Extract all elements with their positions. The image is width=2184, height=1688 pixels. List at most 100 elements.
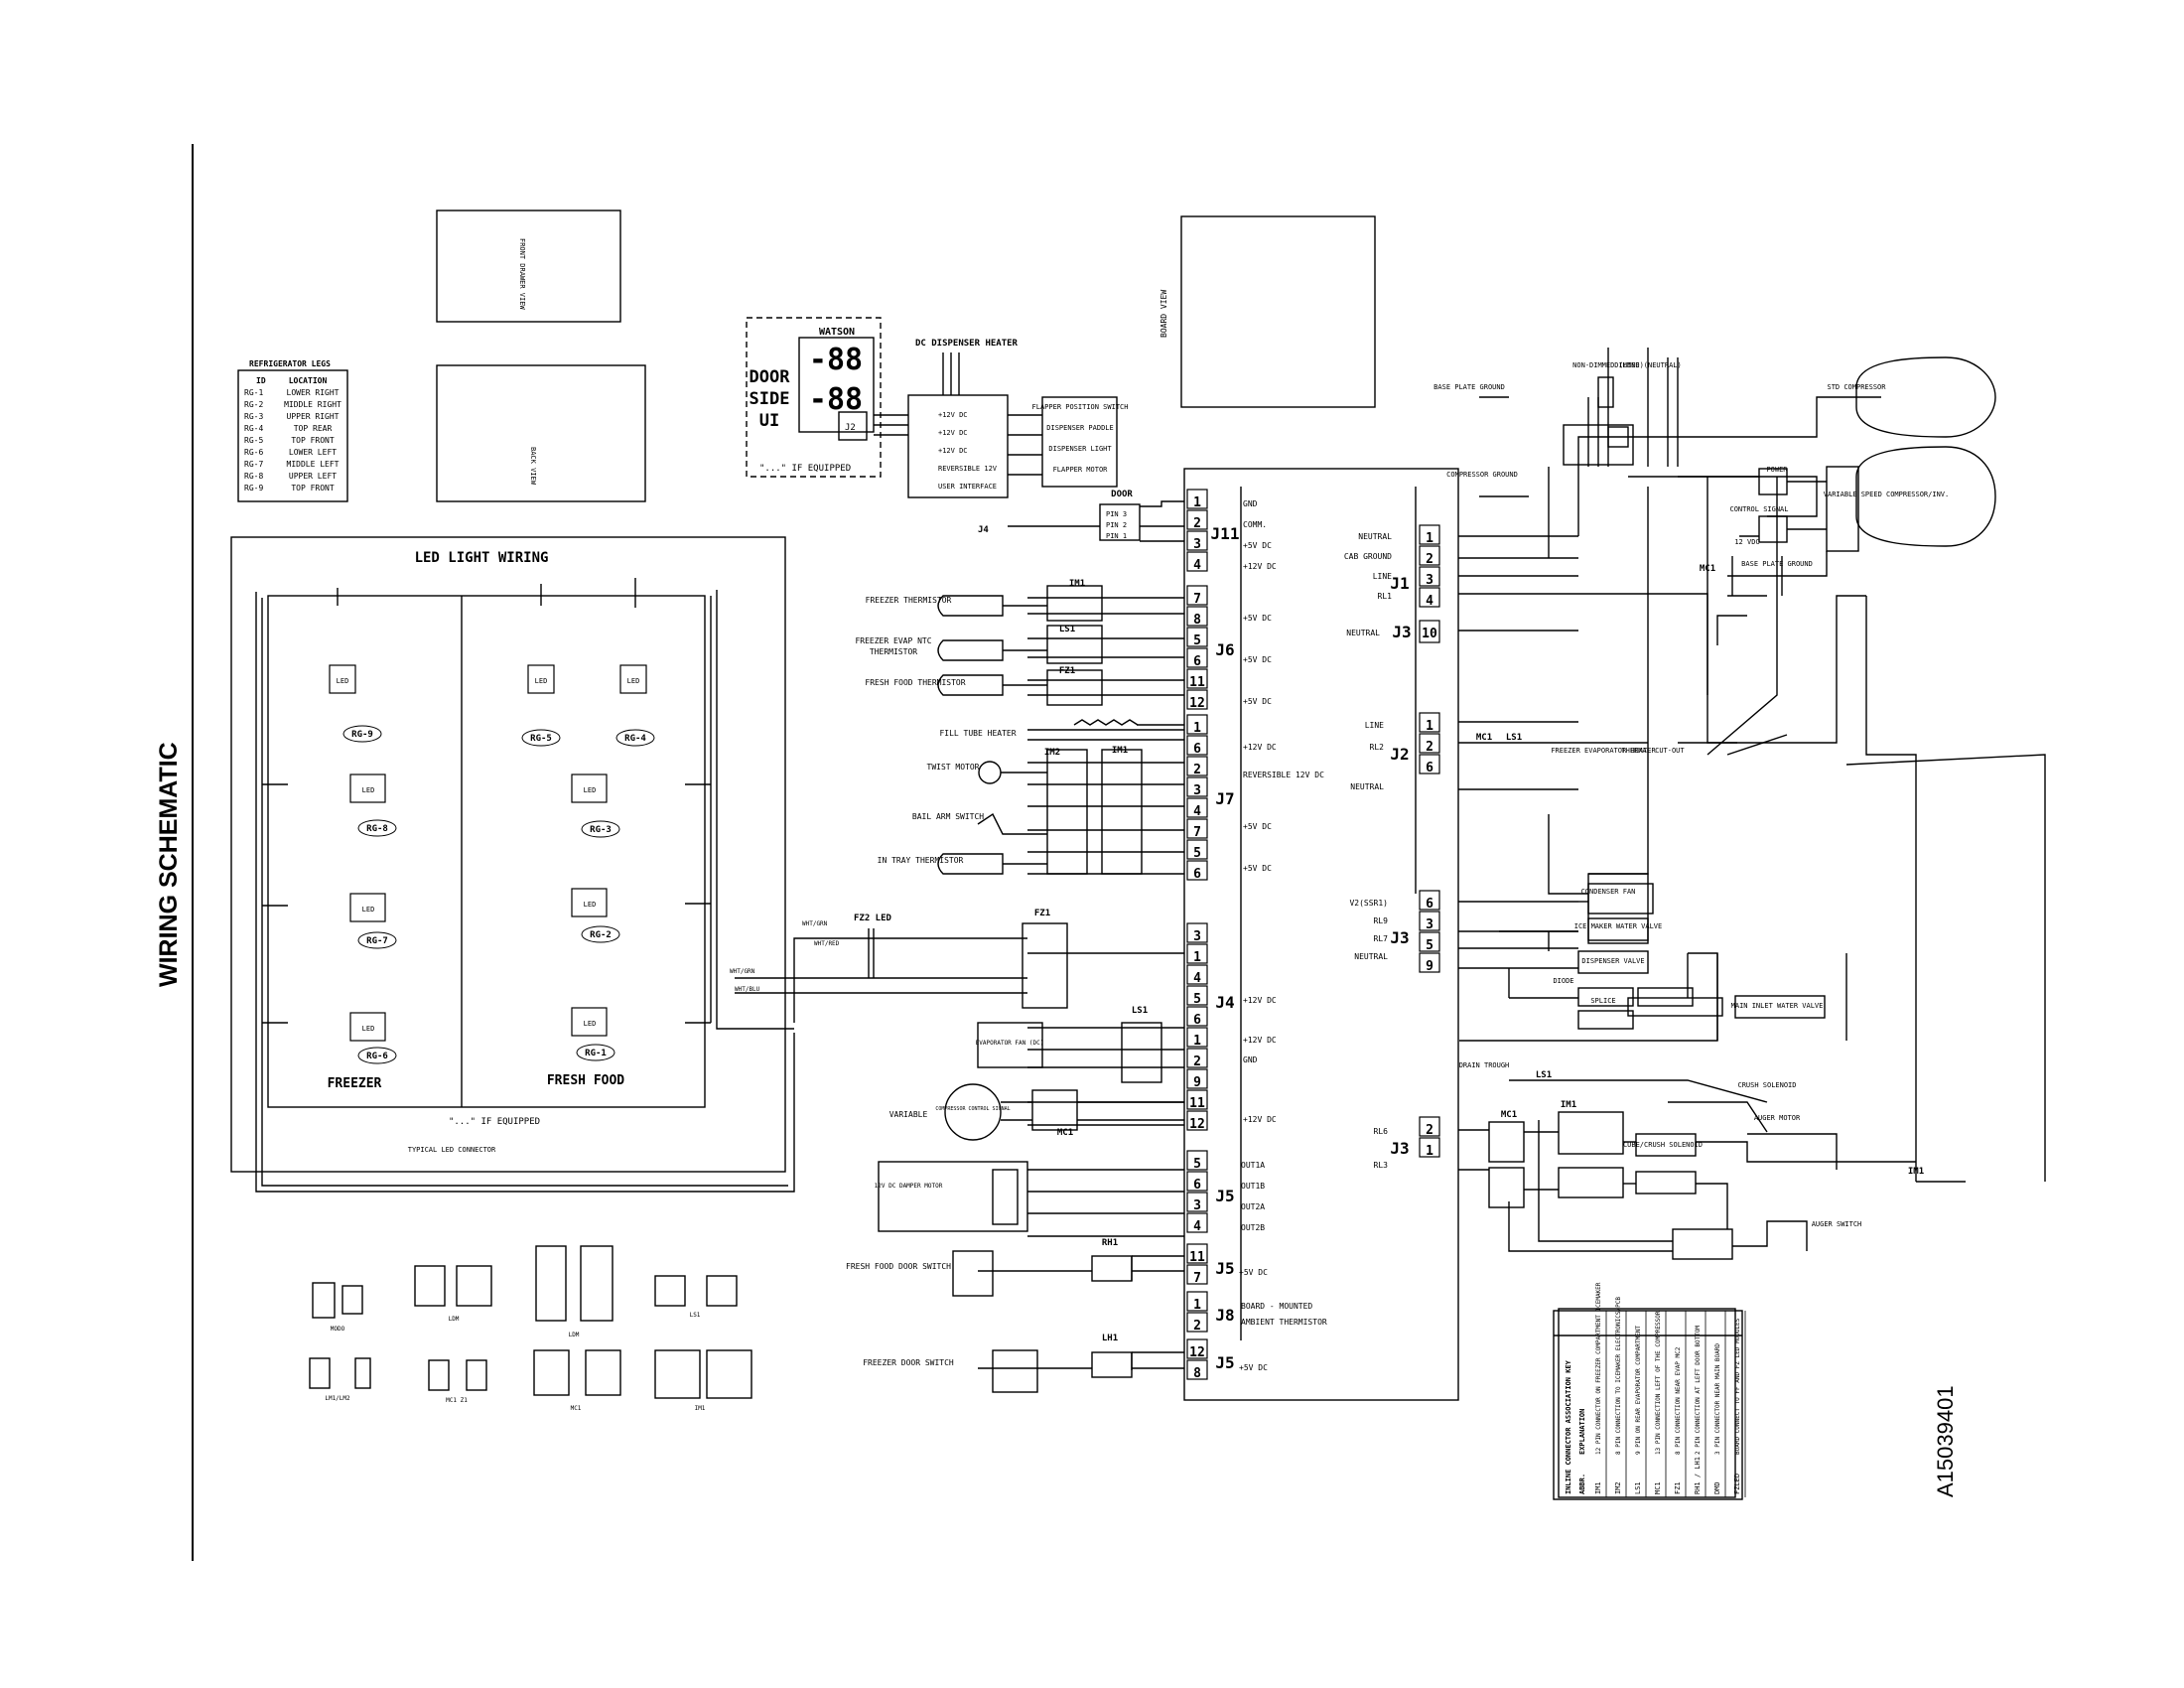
j11-pin-number: 3 <box>1193 537 1201 552</box>
j4-pin-number: 9 <box>1193 1075 1201 1090</box>
j1-pin-number: 1 <box>1426 531 1433 546</box>
led-module <box>329 664 356 694</box>
j7-pin <box>1186 776 1208 797</box>
j3b-pin <box>1419 952 1440 973</box>
left-component: COMPRESSOR CONTROL SIGNAL <box>935 1106 1010 1112</box>
j4-pin <box>1186 1089 1208 1110</box>
j4-pin-number: 12 <box>1189 1117 1205 1132</box>
connector-tag: IM1 <box>1069 579 1085 589</box>
j4-pin <box>1186 1110 1208 1131</box>
right-component: BASE PLATE GROUND <box>1741 560 1813 568</box>
j4-label: J4 <box>1215 993 1234 1012</box>
led-module-label: LED <box>362 786 375 794</box>
j3b-pin-number: 9 <box>1426 959 1433 974</box>
right-component: CONDENSER FAN <box>1581 888 1636 896</box>
dc-heater-function: FLAPPER MOTOR <box>1053 466 1109 474</box>
connector-icon-label: MC1 Z1 <box>446 1397 468 1404</box>
left-component: FRESH FOOD DOOR SWITCH <box>846 1262 951 1271</box>
right-connector-tag: LS1 <box>1506 733 1522 743</box>
left-component: VARIABLE <box>889 1110 928 1119</box>
door-pin: PIN 1 <box>1106 532 1127 540</box>
led-leg-id: RG-5 <box>530 734 552 744</box>
j6-pin <box>1186 606 1208 627</box>
right-component: CONTROL SIGNAL <box>1729 505 1788 513</box>
legs-table-location: UPPER RIGHT <box>287 412 340 421</box>
j5a-pin <box>1186 1171 1208 1192</box>
j7-pin <box>1186 797 1208 818</box>
j3c-pin-number: 1 <box>1426 1144 1433 1159</box>
j11-pin-number: 1 <box>1193 495 1201 510</box>
j7-pin <box>1186 735 1208 756</box>
j7-pin-number: 5 <box>1193 846 1201 861</box>
left-component: FILL TUBE HEATER <box>939 729 1016 738</box>
dc-heater-row: REVERSIBLE 12V <box>938 465 998 473</box>
led-module <box>349 774 386 803</box>
j7-label: J7 <box>1215 789 1234 808</box>
led-module <box>571 1007 608 1037</box>
dc-heater-function: DISPENSER LIGHT <box>1048 445 1112 453</box>
j11-pin-number: 4 <box>1193 558 1201 573</box>
right-component: DIODE <box>1553 977 1573 985</box>
right-connector-tag: LS1 <box>1536 1070 1552 1080</box>
connector-icon-label: LDM <box>569 1332 580 1338</box>
j11-function: +12V DC <box>1243 562 1277 571</box>
ui-side-label: DOOR <box>750 367 791 387</box>
j7-pin-number: 6 <box>1193 867 1201 882</box>
j11-pin-number: 2 <box>1193 516 1201 531</box>
right-component: DRAIN TROUGH <box>1459 1061 1510 1069</box>
connector-tag: IM2 <box>1044 748 1060 758</box>
j4-pin <box>1186 922 1208 943</box>
right-component: BASE PLATE GROUND <box>1433 383 1505 391</box>
ui-side-label: UI <box>759 411 779 431</box>
j5a-pin-number: 5 <box>1193 1157 1201 1172</box>
led-leg-badge <box>521 729 561 747</box>
dc-heater-function: FLAPPER POSITION SWITCH <box>1032 403 1129 411</box>
dc-heater-row: +12V DC <box>938 429 968 437</box>
assoc-key-title: INLINE CONNECTOR ASSOCIATION KEY <box>1565 1359 1572 1494</box>
left-component: FREEZER DOOR SWITCH <box>863 1358 954 1367</box>
j1-label: J1 <box>1390 574 1409 593</box>
right-connector-tag: MC1 <box>1476 733 1492 743</box>
left-component: THERMISTOR <box>870 647 917 656</box>
j3b-function: V2(SSR1) <box>1349 899 1388 908</box>
assoc-key-explanation: 2 PIN CONNECTION AT LEFT DOOR BOTTOM <box>1695 1326 1702 1455</box>
j6-pin-number: 5 <box>1193 633 1201 648</box>
j4-pin-number: 1 <box>1193 1034 1201 1049</box>
right-connector-tag: IM1 <box>1908 1167 1924 1177</box>
j2-pin <box>1419 754 1440 774</box>
assoc-key-abbr: DMD <box>1713 1481 1721 1494</box>
led-module <box>571 888 608 917</box>
j6-pin-number: 12 <box>1189 696 1205 711</box>
j4-pin <box>1186 943 1208 964</box>
assoc-key-header: ABBR. <box>1578 1474 1586 1494</box>
j8-label: J8 <box>1215 1306 1234 1325</box>
connector-icon-label: LDM <box>449 1316 460 1323</box>
right-component: DIMMED (NEUTRAL) <box>1614 361 1681 369</box>
j7-pin-number: 6 <box>1193 742 1201 757</box>
j4-pin-number: 3 <box>1193 929 1201 944</box>
assoc-key-abbr: IM1 <box>1594 1481 1602 1494</box>
j5a-function: OUT1B <box>1241 1182 1265 1191</box>
j3a-label: J3 <box>1392 623 1411 641</box>
j5a-pin <box>1186 1192 1208 1212</box>
led-module-label: LED <box>584 786 597 794</box>
right-component: STD COMPRESSOR <box>1827 383 1886 391</box>
j6-label: J6 <box>1215 640 1234 659</box>
led-module <box>349 893 386 922</box>
legs-table-id: RG-9 <box>244 484 263 492</box>
j1-pin <box>1419 587 1440 608</box>
connector-tag: FZ1 <box>1059 666 1075 676</box>
j3a-function: NEUTRAL <box>1346 629 1380 637</box>
left-component: FREEZER EVAP NTC <box>855 636 931 645</box>
wire-color: WHT/BLU <box>735 986 760 993</box>
j5c-function: +5V DC <box>1239 1363 1268 1372</box>
led-leg-badge <box>357 931 397 949</box>
right-connector-tag: MC1 <box>1700 564 1715 574</box>
left-component: BAIL ARM SWITCH <box>912 812 984 821</box>
legs-table-id: RG-6 <box>244 448 263 457</box>
j3c-function: RL6 <box>1374 1127 1389 1136</box>
j7-pin-number: 2 <box>1193 763 1201 777</box>
j11-pin <box>1186 489 1208 509</box>
j6-pin-number: 7 <box>1193 592 1201 607</box>
ui-title: WATSON <box>819 327 855 338</box>
